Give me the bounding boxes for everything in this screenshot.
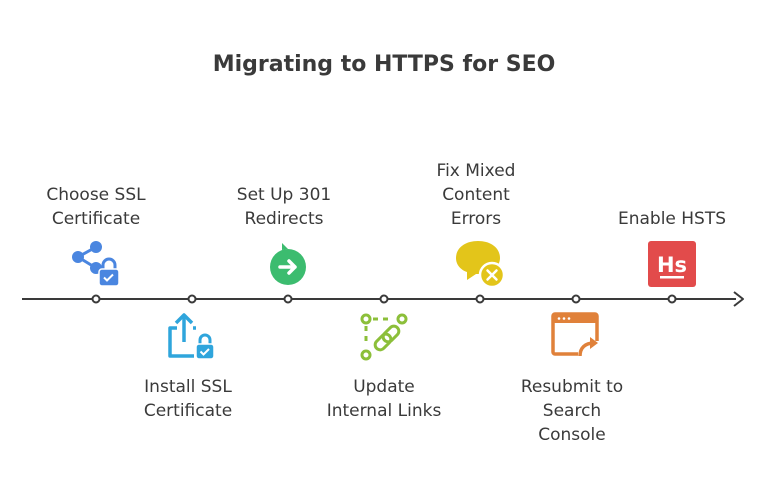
diagram-title: Migrating to HTTPS for SEO — [212, 52, 556, 77]
step-label-enable-hsts: Enable HSTS — [617, 209, 727, 229]
share-lock-icon — [72, 241, 120, 287]
browser-share-icon — [551, 312, 600, 357]
timeline-arrowhead — [733, 291, 744, 307]
timeline-node-6 — [571, 294, 581, 304]
step-label-301-redirects: Set Up 301 Redirects — [236, 185, 332, 229]
redirect-arrow-icon — [270, 243, 306, 285]
timeline-node-3 — [283, 294, 293, 304]
step-label-update-links: Update Internal Links — [326, 377, 442, 421]
timeline-node-1 — [91, 294, 101, 304]
upload-lock-icon — [168, 313, 215, 360]
step-label-choose-ssl: Choose SSL Certificate — [46, 185, 146, 229]
step-label-mixed-content: Fix Mixed Content Errors — [436, 161, 516, 229]
hsts-badge-text: Hs — [657, 253, 687, 277]
timeline-node-2 — [187, 294, 197, 304]
timeline-node-5 — [475, 294, 485, 304]
step-label-resubmit-console: Resubmit to Search Console — [520, 377, 624, 445]
link-icon — [360, 313, 408, 361]
timeline-node-7 — [667, 294, 677, 304]
timeline-node-4 — [379, 294, 389, 304]
hsts-badge-icon: Hs — [648, 241, 696, 287]
error-chat-icon — [456, 241, 506, 289]
step-label-install-ssl: Install SSL Certificate — [143, 377, 233, 421]
